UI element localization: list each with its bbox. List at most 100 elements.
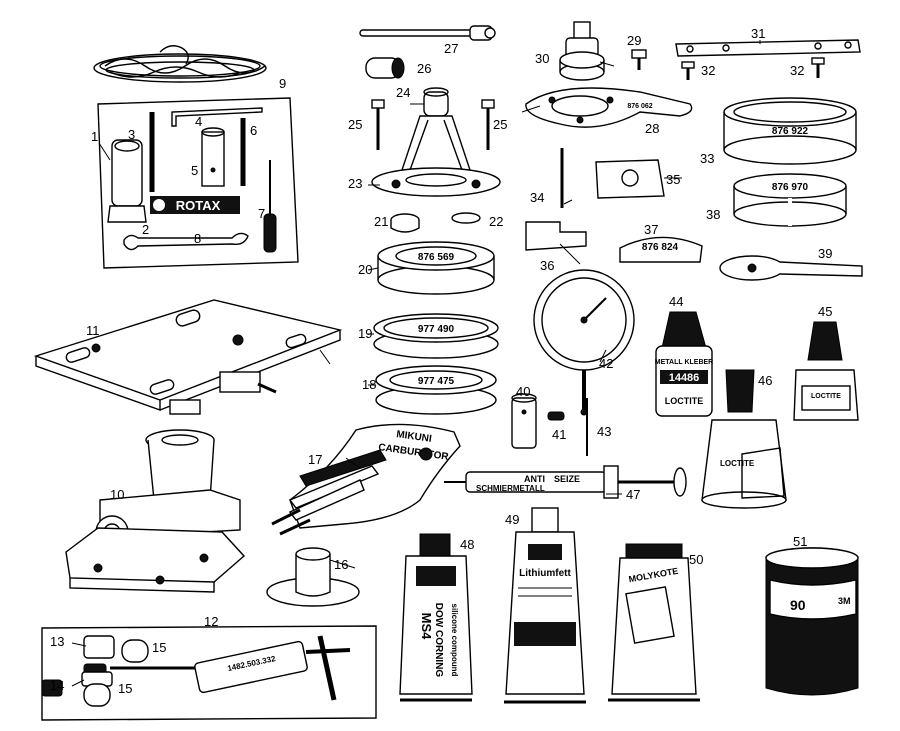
- rope-coil-part: [93, 45, 267, 83]
- mounting-plate-part: [33, 299, 343, 415]
- callout-34: 34: [530, 190, 544, 205]
- seize-text: SEIZE: [554, 474, 580, 484]
- dial-gauge-part: [533, 269, 635, 416]
- ring-977490-text: 977 490: [418, 324, 455, 335]
- schmiermetall-text: SCHMIERMETALL: [476, 484, 545, 493]
- callout-32b: 32: [790, 63, 804, 78]
- callout-44: 44: [669, 294, 683, 309]
- callout-25a: 25: [348, 117, 362, 132]
- callout-48: 48: [460, 537, 474, 552]
- ring-876569-text: 876 569: [418, 252, 455, 263]
- bracket-part: [525, 221, 587, 251]
- callout-1: 1: [91, 129, 98, 144]
- ring-977475-text: 977 475: [418, 376, 455, 387]
- flywheel-holder-part: 876 062: [525, 87, 693, 128]
- loctite-44-text: LOCTITE: [665, 396, 704, 406]
- puller-block-part: [266, 547, 360, 607]
- locking-tool-part: [719, 255, 863, 281]
- metall-kleber-text: METALL KLEBER: [655, 359, 713, 366]
- callout-11: 11: [86, 323, 100, 338]
- callout-17: 17: [308, 452, 322, 467]
- tool-board-part: ROTAX: [97, 97, 299, 269]
- callout-45: 45: [818, 304, 832, 319]
- callout-7: 7: [258, 206, 265, 221]
- callout-16: 16: [334, 557, 348, 572]
- callout-40: 40: [516, 384, 530, 399]
- dow-corning-tube-part: DOW CORNING MS4 silicone compound: [399, 533, 473, 702]
- callout-21: 21: [374, 214, 388, 229]
- ring-876970-part: 876 970: [733, 173, 847, 227]
- callout-20: 20: [358, 262, 372, 277]
- ring-876970-text: 876 970: [772, 182, 809, 193]
- shim-plate-part: [595, 159, 665, 199]
- callout-39: 39: [818, 246, 832, 261]
- lithiumfett-text: Lithiumfett: [519, 568, 571, 579]
- tool-set-box-part: 1482.503.332: [41, 625, 377, 721]
- callout-2: 2: [142, 222, 149, 237]
- callout-5: 5: [191, 163, 198, 178]
- ring-876569-part: 876 569: [377, 241, 495, 295]
- loctite-dispenser-part: LOCTITE: [701, 369, 787, 509]
- callout-32a: 32: [701, 63, 715, 78]
- callout-18: 18: [362, 377, 376, 392]
- callout-25b: 25: [493, 117, 507, 132]
- anti-seize-syringe-part: ANTI SEIZE SCHMIERMETALL: [444, 465, 687, 499]
- adapter-part: [511, 393, 588, 456]
- screw-29-part: [631, 49, 647, 70]
- callout-8: 8: [194, 231, 201, 246]
- plate-876824-part: 876 824: [619, 236, 703, 263]
- callout-41: 41: [552, 427, 566, 442]
- callout-38: 38: [706, 207, 720, 222]
- sleeve-part: [365, 57, 405, 79]
- callout-30: 30: [535, 51, 549, 66]
- callout-24: 24: [396, 85, 410, 100]
- puller-stand-part: [371, 87, 501, 197]
- callout-37: 37: [644, 222, 658, 237]
- callout-29: 29: [627, 33, 641, 48]
- mikuni-text: MIKUNI: [396, 429, 433, 445]
- molykote-tube-part: MOLYKOTE: [608, 543, 700, 702]
- callout-26: 26: [417, 61, 431, 76]
- svg-text:876 062: 876 062: [627, 103, 652, 110]
- callout-12: 12: [204, 614, 218, 629]
- holder-bar-part: [675, 39, 861, 80]
- callout-46: 46: [758, 373, 772, 388]
- callout-28: 28: [645, 121, 659, 136]
- callout-4: 4: [195, 114, 202, 129]
- callout-numbers: 1 2 3 4 5 6 7 8 9 10 11 12 13 14 15 15 1…: [50, 26, 832, 696]
- callout-36: 36: [540, 258, 554, 273]
- callout-47: 47: [626, 487, 640, 502]
- loctite-46-text: LOCTITE: [720, 459, 755, 468]
- spray-90-text: 90: [790, 597, 806, 613]
- callout-35: 35: [666, 172, 680, 187]
- code-14486-text: 14486: [669, 372, 700, 384]
- callout-33: 33: [700, 151, 714, 166]
- ring-977490-part: 977 490: [373, 313, 499, 359]
- silicone-compound-text: silicone compound: [450, 604, 459, 677]
- callout-14: 14: [50, 678, 64, 693]
- callout-23: 23: [348, 176, 362, 191]
- callout-15a: 15: [152, 640, 166, 655]
- carburetor-tool-pouch-part: MIKUNI CARBURATOR: [271, 423, 461, 536]
- ring-876922-text: 876 922: [772, 126, 809, 137]
- bearing-puller-part: [559, 21, 605, 81]
- dow-corning-text: DOW CORNING: [433, 603, 444, 678]
- callout-51: 51: [793, 534, 807, 549]
- leader-lines: [71, 40, 761, 687]
- callout-3: 3: [128, 127, 135, 142]
- ms4-text: MS4: [419, 613, 434, 641]
- spray-can-3m-part: 90 3M: [765, 547, 859, 696]
- callout-43: 43: [597, 424, 611, 439]
- ring-876922-part: 876 922: [723, 97, 857, 165]
- callout-6: 6: [250, 123, 257, 138]
- callout-27: 27: [444, 41, 458, 56]
- plate-876824-text: 876 824: [642, 242, 679, 253]
- loctite-metal-glue-part: METALL KLEBER 14486 LOCTITE: [655, 311, 713, 417]
- callout-9: 9: [279, 76, 286, 91]
- loctite-small-bottle-part: LOCTITE: [793, 321, 859, 421]
- rotax-logo-text: ROTAX: [176, 198, 221, 213]
- ring-977475-part: 977 475: [375, 365, 497, 415]
- callout-22: 22: [489, 214, 503, 229]
- callout-42: 42: [599, 356, 613, 371]
